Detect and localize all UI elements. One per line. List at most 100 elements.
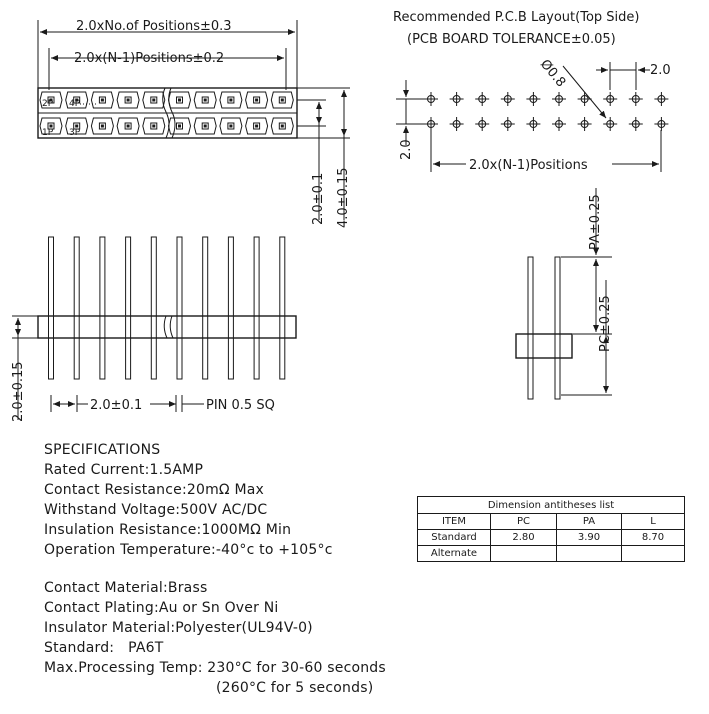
label-4p: 4P <box>69 99 81 109</box>
housing-cell <box>193 91 217 109</box>
dim-pcb-row: 2.0 <box>399 139 414 160</box>
specifications: SPECIFICATIONS Rated Current:1.5AMP Cont… <box>44 440 424 698</box>
label-2p: 2P <box>42 99 54 109</box>
housing-cell <box>167 91 192 109</box>
label-1p: 1P <box>42 128 54 138</box>
dimension-table: Dimension antitheses list ITEM PC PA L S… <box>417 496 685 562</box>
front-view: 2.0xNo.of Positions±0.3 2.0x(N-1)Positio… <box>37 19 351 228</box>
dim-pcb-span: 2.0x(N-1)Positions <box>469 158 588 173</box>
spec-insulation-resistance: Insulation Resistance:1000MΩ Min <box>44 522 292 538</box>
housing-cell <box>39 91 63 109</box>
table-row: Standard 2.80 3.90 8.70 <box>417 529 685 546</box>
dim-pcb-pitch: 2.0 <box>650 63 671 78</box>
table-cell: 2.80 <box>490 529 557 546</box>
housing-cell <box>193 117 217 135</box>
table-cell <box>556 545 622 562</box>
pin-square-fill <box>255 124 259 128</box>
housing-cell <box>245 91 269 109</box>
end-insulator <box>515 333 573 359</box>
table-cell: 3.90 <box>556 529 622 546</box>
table-header-cell: PC <box>490 513 557 530</box>
pin-square-fill <box>152 124 156 128</box>
spec-processing-temp-alt: (260°C for 5 seconds) <box>216 680 374 696</box>
spec-rated-current: Rated Current:1.5AMP <box>44 462 204 478</box>
end-view: PA±0.25 PC±0.25 <box>515 188 613 400</box>
side-pin <box>125 236 132 380</box>
housing-cell <box>245 117 269 135</box>
dim-inner-length: 2.0x(N-1)Positions±0.2 <box>74 51 224 66</box>
dimension-table-caption: Dimension antitheses list <box>417 496 685 514</box>
pin-square-fill <box>178 124 181 128</box>
pin-square-fill <box>126 98 130 102</box>
side-pin <box>176 236 183 380</box>
spec-gap <box>44 560 424 578</box>
housing-cell <box>219 117 243 135</box>
dim-pc: PC±0.25 <box>598 295 613 352</box>
pcb-layout-title: Recommended P.C.B Layout(Top Side) <box>393 10 639 25</box>
side-pin <box>99 236 106 380</box>
pin-square-fill <box>203 124 207 128</box>
housing-cell <box>90 91 114 109</box>
dim-row-pitch: 2.0±0.1 <box>311 173 326 225</box>
spec-contact-plating: Contact Plating:Au or Sn Over Ni <box>44 600 279 616</box>
pin-square-fill <box>229 98 233 102</box>
dim-pin-pitch: 2.0±0.1 <box>90 398 142 413</box>
housing-cell <box>270 91 294 109</box>
housing-cell <box>65 117 89 135</box>
end-pin-right <box>554 256 561 400</box>
table-header-cell: L <box>621 513 685 530</box>
side-pin <box>48 236 54 380</box>
housing-cell <box>270 117 294 135</box>
pin-square-fill <box>100 124 104 128</box>
side-pin <box>202 236 209 380</box>
pin-square-fill <box>255 98 259 102</box>
table-cell: Standard <box>417 529 491 546</box>
table-header-cell: PA <box>556 513 622 530</box>
pin-square-fill <box>75 98 79 102</box>
table-row: Alternate <box>417 545 685 562</box>
side-pin <box>227 236 234 380</box>
housing-cell <box>219 91 243 109</box>
housing-cell <box>116 91 140 109</box>
pin-square-fill <box>49 124 53 128</box>
pin-square-fill <box>49 98 53 102</box>
pcb-tolerance: (PCB BOARD TOLERANCE±0.05) <box>407 32 616 47</box>
spec-processing-temp: Max.Processing Temp: 230°C for 30-60 sec… <box>44 660 386 676</box>
pin-square-fill <box>280 124 284 128</box>
pin-size-label: PIN 0.5 SQ <box>206 398 275 413</box>
spec-contact-resistance: Contact Resistance:20mΩ Max <box>44 482 265 498</box>
housing-cell <box>65 91 89 109</box>
spec-standard: Standard: PA6T <box>44 640 164 656</box>
pin-square-fill <box>152 98 156 102</box>
specs-heading: SPECIFICATIONS <box>44 442 161 458</box>
dim-total-length: 2.0xNo.of Positions±0.3 <box>76 19 232 34</box>
table-header-cell: ITEM <box>417 513 491 530</box>
side-pin <box>73 236 80 380</box>
table-cell: 8.70 <box>621 529 685 546</box>
dim-pa: PA±0.25 <box>588 194 603 250</box>
dim-height: 4.0±0.15 <box>336 167 351 228</box>
table-cell: Alternate <box>417 545 491 562</box>
table-cell <box>490 545 557 562</box>
pin-square-fill <box>280 98 284 102</box>
label-3p: 3P <box>69 128 81 138</box>
pin-square-fill <box>75 124 79 128</box>
side-view: 2.0±0.15 2.0±0.1 PIN 0.5 SQ <box>11 236 297 422</box>
pin-square-fill <box>229 124 233 128</box>
spec-insulator-material: Insulator Material:Polyester(UL94V-0) <box>44 620 313 636</box>
dim-body-height: 2.0±0.15 <box>11 361 26 422</box>
side-pin <box>150 236 157 380</box>
dim-hole-diameter: Ø0.8 <box>537 57 568 90</box>
pin-square-fill <box>126 124 130 128</box>
side-pin <box>279 236 286 380</box>
pcb-layout: Recommended P.C.B Layout(Top Side) (PCB … <box>393 10 671 173</box>
housing-cell <box>116 117 140 135</box>
housing-cell <box>142 117 166 135</box>
end-pin-left <box>527 256 534 400</box>
spec-operation-temperature: Operation Temperature:-40°c to +105°c <box>44 542 333 558</box>
housing-cell <box>167 117 192 135</box>
housing-cell <box>142 91 166 109</box>
housing-cell <box>39 117 63 135</box>
side-pin <box>253 236 260 380</box>
